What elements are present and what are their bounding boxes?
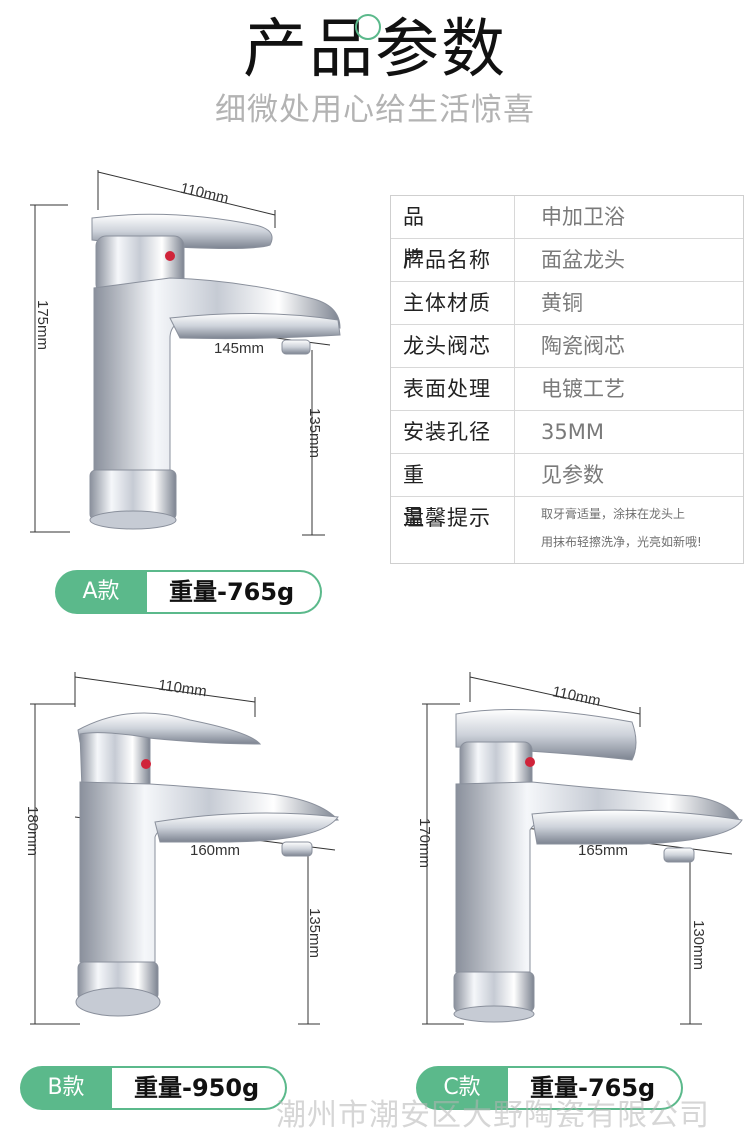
faucet-a-clearance: 135mm — [306, 408, 323, 459]
model-b-label: B款 — [20, 1066, 112, 1110]
spec-key: 安装孔径 — [391, 411, 515, 453]
tip-line: 用抹布轻擦洗净，光亮如新哦! — [541, 535, 702, 549]
spec-row-cartridge: 龙头阀芯 陶瓷阀芯 — [391, 325, 743, 368]
spec-row-material: 主体材质 黄铜 — [391, 282, 743, 325]
spec-row-hole: 安装孔径 35MM — [391, 411, 743, 454]
model-a-label: A款 — [55, 570, 147, 614]
faucet-c-height: 170mm — [416, 818, 433, 869]
faucet-a-height: 175mm — [34, 300, 51, 351]
title-decoration-ring — [355, 14, 381, 40]
page-subtitle: 细微处用心给生活惊喜 — [215, 92, 535, 128]
spec-value: 陶瓷阀芯 — [541, 334, 625, 358]
spec-key: 产品名称 — [391, 239, 515, 281]
spec-row-name: 产品名称 面盆龙头 — [391, 239, 743, 282]
model-c-weight: 重量-765g — [508, 1066, 684, 1110]
page-title: 产品参数 — [243, 13, 507, 87]
spec-value: 见参数 — [541, 463, 604, 487]
spec-value: 黄铜 — [541, 291, 583, 315]
model-c-label: C款 — [416, 1066, 508, 1110]
faucet-c-spout: 165mm — [578, 842, 629, 859]
spec-value: 电镀工艺 — [541, 377, 625, 401]
spec-key: 主体材质 — [391, 282, 515, 324]
faucet-b-drawing — [30, 672, 340, 1025]
faucet-a-drawing — [30, 170, 341, 536]
model-b-weight: 重量-950g — [112, 1066, 288, 1110]
spec-row-weight: 重量 见参数 — [391, 454, 743, 529]
spec-table: 品牌 申加卫浴 产品名称 面盆龙头 主体材质 黄铜 龙头阀芯 陶瓷阀芯 表面处理… — [390, 195, 744, 564]
spec-key: 温馨提示 — [391, 497, 515, 563]
model-b-badge: B款 重量-950g — [20, 1066, 288, 1110]
faucet-c-clearance: 130mm — [690, 920, 707, 971]
spec-row-finish: 表面处理 电镀工艺 — [391, 368, 743, 411]
model-c-badge: C款 重量-765g — [416, 1066, 684, 1110]
spec-value: 35MM — [541, 420, 604, 444]
tip-line: 取牙膏适量，涂抹在龙头上 — [541, 507, 686, 521]
watermark: 潮州市潮安区大野陶瓷有限公司 — [276, 1098, 710, 1133]
faucet-b-clearance: 135mm — [306, 908, 323, 959]
spec-row-brand: 品牌 申加卫浴 — [391, 196, 743, 271]
spec-key: 表面处理 — [391, 368, 515, 410]
spec-value: 面盆龙头 — [541, 248, 625, 272]
spec-key: 品牌 — [391, 196, 515, 271]
faucet-b-height: 180mm — [24, 806, 41, 857]
spec-value: 申加卫浴 — [541, 205, 625, 229]
spec-key: 重量 — [391, 454, 515, 529]
faucet-b-spout: 160mm — [190, 842, 241, 859]
faucet-c-drawing — [422, 672, 743, 1025]
faucet-a-spout: 145mm — [214, 340, 265, 357]
model-a-weight: 重量-765g — [147, 570, 323, 614]
spec-key: 龙头阀芯 — [391, 325, 515, 367]
spec-row-tips: 温馨提示 取牙膏适量，涂抹在龙头上 用抹布轻擦洗净，光亮如新哦! — [391, 497, 743, 563]
model-a-badge: A款 重量-765g — [55, 570, 323, 614]
spec-value: 取牙膏适量，涂抹在龙头上 用抹布轻擦洗净，光亮如新哦! — [515, 497, 743, 563]
